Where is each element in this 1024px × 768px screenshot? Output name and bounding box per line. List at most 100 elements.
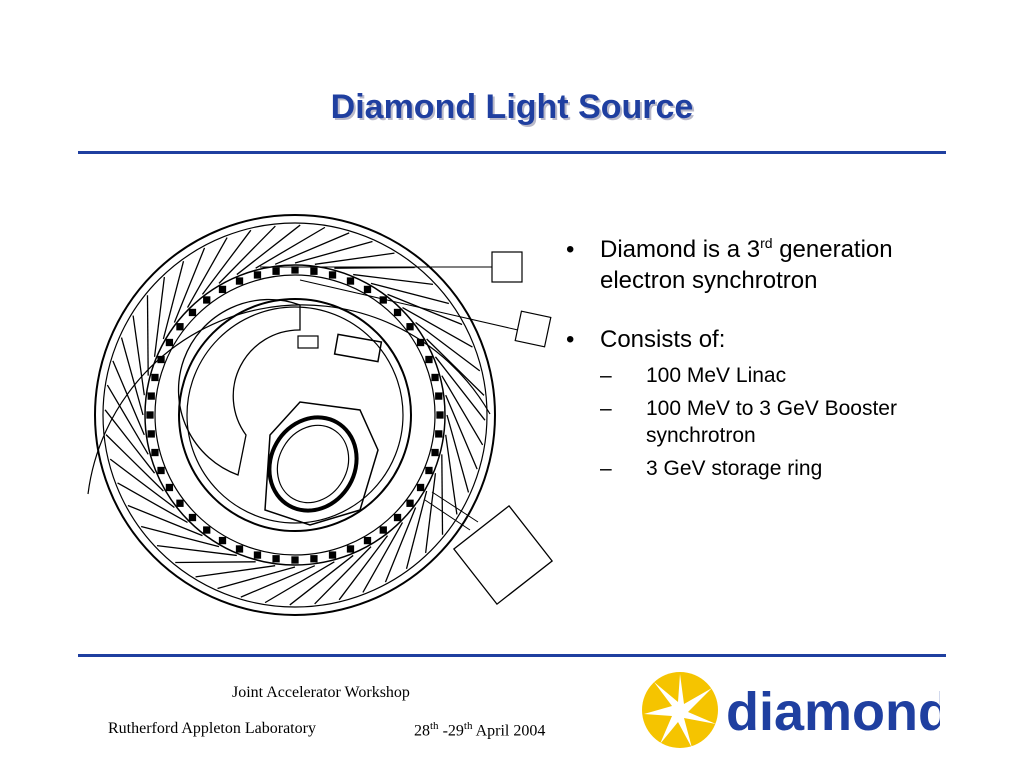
magnet-block [203, 526, 211, 534]
magnet-block [188, 308, 197, 317]
beamline-line [132, 315, 145, 396]
sub-bullet-item: – 100 MeV Linac [600, 362, 966, 389]
magnet-block [146, 411, 154, 419]
beamline-line [289, 554, 354, 606]
bullet-list: • Diamond is a 3rd generation electron s… [566, 234, 966, 483]
magnet-block [425, 355, 433, 364]
beamline-line [338, 535, 389, 601]
beamline-line [441, 454, 444, 535]
magnet-block [176, 499, 184, 507]
beamline-line [162, 260, 185, 340]
magnet-block [165, 483, 174, 492]
magnet-block [328, 551, 337, 559]
magnet-block [328, 271, 337, 279]
beamline-line [294, 240, 373, 264]
magnet-block [425, 466, 433, 475]
beamline-line [112, 360, 145, 436]
beamline-line [186, 237, 228, 308]
magnet-block [253, 551, 262, 559]
beamline-line [424, 473, 437, 554]
beamline-line [255, 226, 326, 269]
beamline-line [105, 434, 164, 492]
beamline-line [370, 282, 450, 305]
magnet-block [435, 392, 443, 400]
footer-divider [78, 654, 946, 657]
magnet-block [393, 308, 402, 317]
magnet-block [235, 545, 244, 553]
beamline-line [236, 224, 301, 276]
beamline-line [146, 295, 149, 376]
beamline-line [175, 561, 256, 564]
footer-venue: Rutherford Appleton Laboratory [108, 720, 316, 737]
dash-mark: – [600, 457, 612, 481]
magnet-block [291, 556, 299, 564]
logo-wordmark: diamond [726, 682, 940, 742]
magnet-block [218, 536, 227, 545]
beamline-line [240, 565, 316, 598]
magnet-block [235, 277, 244, 285]
magnet-block [203, 296, 211, 304]
dash-mark: – [600, 396, 612, 420]
magnet-block [157, 466, 165, 475]
bullet-item: • Consists of: [566, 324, 966, 355]
beamline-line [445, 394, 478, 470]
sub-bullet-item: – 3 GeV storage ring [600, 455, 966, 482]
magnet-block [272, 555, 280, 563]
beamline-line [314, 546, 372, 605]
beamline-line [441, 375, 484, 446]
beamline-line [405, 490, 428, 570]
magnet-block [393, 513, 402, 522]
beamline-line [109, 458, 175, 509]
beamline-line [314, 252, 395, 265]
magnet-block [346, 277, 355, 285]
synchrotron-diagram [87, 214, 554, 616]
beamline-line [434, 356, 486, 421]
beamline-line [106, 384, 149, 455]
magnet-block [151, 448, 159, 457]
footer-date: 28th -29th April 2004 [414, 720, 546, 740]
dash-mark: – [600, 363, 612, 387]
beamline-line [445, 434, 458, 515]
magnet-block [416, 338, 425, 347]
footer-event: Joint Accelerator Workshop [232, 684, 410, 701]
beamline-line [127, 504, 203, 537]
beamline-line [387, 293, 463, 326]
magnet-block [379, 526, 387, 534]
beamline-line [195, 565, 276, 578]
diamond-logo: diamond [642, 672, 940, 748]
magnet-block [406, 323, 414, 331]
magnet-block [291, 266, 299, 274]
beamline-line [201, 229, 252, 295]
beamline-line [384, 507, 417, 583]
beamline-line [402, 306, 473, 348]
magnet-block [147, 392, 155, 400]
bullet-mark: • [566, 326, 575, 354]
beamline-line [140, 525, 220, 548]
beamline-line [264, 561, 335, 604]
bullet-text: Diamond is a 3rd generation electron syn… [600, 235, 893, 295]
beamline-line [218, 225, 276, 284]
magnet-block [431, 448, 439, 457]
magnet-block [310, 555, 318, 563]
slide-title: Diamond Light Source [330, 88, 694, 126]
beamline-line [156, 544, 237, 557]
bullet-item: • Diamond is a 3rd generation electron s… [566, 234, 966, 296]
magnet-block [435, 430, 443, 438]
magnet-block [346, 545, 355, 553]
sun-icon [642, 672, 718, 748]
magnet-block [363, 285, 372, 294]
beamline-line [353, 273, 434, 286]
magnet-block [416, 483, 425, 492]
magnet-block [363, 536, 372, 545]
magnet-block [253, 271, 262, 279]
beamline-line [446, 414, 470, 493]
bullet-text: Consists of: [600, 326, 726, 354]
magnet-block [188, 513, 197, 522]
magnet-block [310, 267, 318, 275]
magnet-block [218, 285, 227, 294]
beamline-line [153, 276, 166, 357]
magnet-block [147, 430, 155, 438]
beamline-line [274, 232, 350, 265]
beamline-line [362, 522, 404, 593]
magnet-block [151, 373, 159, 382]
